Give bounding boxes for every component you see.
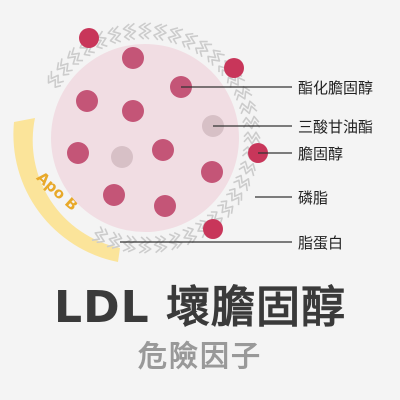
phospholipid-tail (172, 28, 184, 45)
cholesterol-dot (79, 28, 99, 48)
phospholipid-tail (233, 179, 249, 192)
phospholipid-tail (239, 160, 256, 172)
phospholipid-tail (182, 228, 193, 246)
phospholipid-tail (187, 226, 198, 244)
phospholipid-tail (71, 47, 84, 62)
label-triglyceride: 三酸甘油酯 (298, 118, 373, 136)
phospholipid-tail (238, 165, 255, 177)
label-cholesterol-ester: 酯化膽固醇 (298, 79, 373, 97)
phospholipid-tail (91, 226, 104, 242)
phospholipid-tail (240, 105, 258, 115)
phospholipid-tail (243, 136, 261, 145)
phospholipid-tail (107, 26, 117, 45)
phospholipid-tail (97, 30, 108, 48)
phospholipid-tail (56, 62, 70, 76)
phospholipid-tail (207, 49, 221, 63)
phospholipid-tail (127, 22, 137, 41)
cholesterol-ester-group (67, 47, 223, 217)
label-cholesterol: 膽固醇 (298, 145, 343, 163)
cholesterol-ester-dot (67, 142, 89, 164)
phospholipid-tail (50, 70, 65, 84)
phospholipid-tail (228, 188, 243, 201)
phospholipid-tail (199, 43, 213, 58)
phospholipid-tail (96, 228, 109, 244)
phospholipid-tail (195, 40, 208, 55)
cholesterol-dot (224, 58, 244, 78)
phospholipid-tail (59, 58, 73, 72)
phospholipid-tail (158, 24, 168, 42)
phospholipid-tail (153, 235, 163, 254)
phospholipid-tail (47, 75, 62, 88)
cholesterol-ester-dot (76, 90, 98, 112)
label-lipoprotein: 脂蛋白 (298, 234, 343, 252)
phospholipid-tail (242, 115, 260, 125)
phospholipid-tail (112, 25, 122, 43)
phospholipid-tail (67, 50, 80, 65)
phospholipid-tail (138, 236, 147, 254)
phospholipid-tail (122, 234, 132, 252)
phospholipid-tail (127, 235, 137, 253)
phospholipid-tail (238, 100, 257, 110)
phospholipid-tail (122, 23, 132, 41)
phospholipid-tail (235, 90, 253, 101)
lipoprotein-core (51, 44, 239, 232)
triglyceride-dot (111, 146, 133, 168)
phospholipid-tail (111, 232, 123, 249)
phospholipid-tail (138, 22, 147, 40)
cholesterol-group (79, 28, 268, 239)
phospholipid-tail (153, 23, 163, 41)
cholesterol-ester-dot (152, 139, 174, 161)
apo-b-band (13, 118, 121, 262)
phospholipid-tail (233, 85, 251, 96)
phospholipid-tail (143, 236, 152, 254)
cholesterol-ester-dot (103, 184, 125, 206)
phospholipid-tail (158, 235, 168, 253)
phospholipid-tail (106, 231, 118, 248)
cholesterol-ester-dot (154, 195, 176, 217)
cholesterol-ester-dot (122, 100, 144, 122)
phospholipid-tail (225, 192, 240, 206)
cholesterol-ester-dot (201, 161, 223, 183)
label-phospholipid: 磷脂 (298, 189, 328, 207)
cholesterol-ester-dot (122, 47, 144, 69)
page-subtitle: 危險因子 (137, 339, 262, 373)
phospholipid-tail (143, 22, 152, 40)
phospholipid-tail (173, 231, 183, 250)
phospholipid-shell (47, 22, 261, 254)
phospholipid-tail (217, 204, 231, 218)
phospholipid-tail (235, 174, 251, 187)
phospholipid-tail (167, 27, 179, 44)
phospholipid-tail (220, 200, 234, 214)
phospholipid-tail (242, 120, 261, 130)
page-title: LDL 壞膽固醇 (54, 282, 346, 333)
cholesterol-dot (203, 219, 223, 239)
phospholipid-tail (229, 76, 246, 88)
phospholipid-tail (186, 34, 199, 50)
phospholipid-tail (181, 32, 194, 48)
phospholipid-tail (211, 52, 225, 66)
phospholipid-tail (243, 131, 261, 140)
